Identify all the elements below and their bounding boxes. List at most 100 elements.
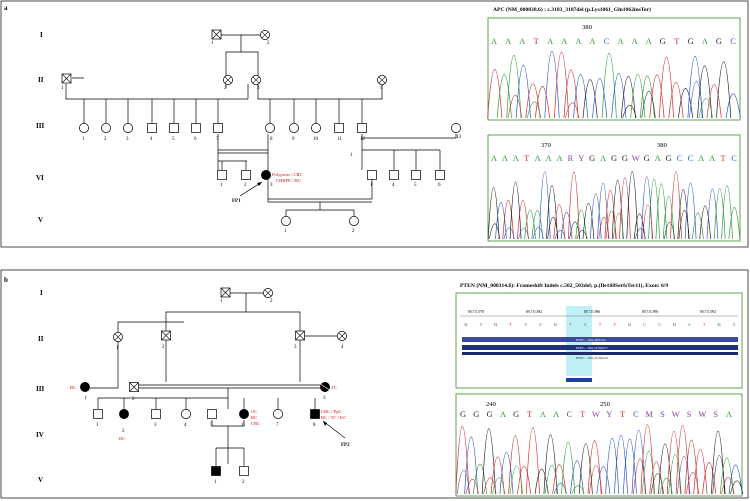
svg-text:370: 370 (541, 142, 552, 149)
trace-peak (515, 65, 531, 119)
trace-peak (725, 93, 741, 119)
trace-peak (712, 455, 726, 495)
svg-text:BC: BC (119, 436, 125, 441)
trace-peak (611, 73, 627, 119)
trace-peak (524, 209, 536, 240)
trace-peak (509, 181, 522, 240)
base-call: A (505, 37, 511, 46)
base-call: G (460, 410, 466, 419)
trace-peak (554, 51, 570, 119)
trace-peak (543, 434, 558, 495)
trace-peak (503, 227, 515, 240)
trace-peak (492, 477, 506, 495)
svg-text:1: 1 (220, 183, 223, 188)
trace-peak (622, 105, 637, 119)
base-call: A (547, 37, 553, 46)
trace-peak (544, 50, 560, 119)
trace-peak (611, 180, 624, 240)
svg-text:9: 9 (292, 137, 295, 142)
trace-peak (518, 227, 530, 240)
svg-text:380: 380 (582, 24, 593, 31)
base-call: T (703, 322, 706, 327)
base-call: G (473, 410, 479, 419)
base-call: T (509, 322, 512, 327)
base-call: G (494, 322, 497, 327)
a-trace-bottom (487, 134, 741, 242)
trace-peak (592, 78, 608, 119)
trace-peak (706, 84, 722, 119)
svg-text:6: 6 (242, 423, 245, 428)
base-call: A (584, 322, 587, 327)
svg-text:2: 2 (104, 137, 107, 142)
base-call: A (513, 154, 519, 163)
svg-text:1: 1 (211, 41, 214, 46)
trace-peak (697, 65, 713, 119)
trace-peak (721, 477, 735, 495)
trace-peak (553, 204, 566, 240)
trace-peak (464, 436, 479, 495)
svg-text:6: 6 (194, 137, 197, 142)
trace-peak (544, 464, 559, 495)
base-call: C (633, 410, 639, 419)
trace-peak (570, 460, 584, 495)
base-call: G (665, 154, 671, 163)
gen-a-2: II (38, 76, 44, 84)
svg-text:V: V (38, 476, 43, 484)
base-call: A (617, 37, 623, 46)
svg-text:3: 3 (270, 183, 273, 188)
trace-peak (508, 435, 523, 495)
svg-text:2: 2 (242, 480, 245, 485)
trace-peak (687, 55, 703, 119)
base-call: G (611, 154, 617, 163)
base-call: T (674, 37, 679, 46)
svg-text:1: 1 (284, 229, 287, 234)
trace-peak (576, 230, 588, 240)
svg-text:11: 11 (337, 137, 342, 142)
base-call: A (519, 37, 525, 46)
a-bottom-peaks (487, 170, 741, 240)
svg-text:1: 1 (220, 299, 223, 304)
trace-peak (552, 464, 567, 495)
svg-text:4: 4 (341, 345, 344, 350)
base-call: C (604, 37, 610, 46)
svg-text:5: 5 (414, 183, 417, 188)
browser-coord: 89,711,978 (468, 310, 484, 315)
base-call: A (545, 154, 551, 163)
svg-text:1: 1 (96, 423, 99, 428)
trace-peak (525, 83, 541, 119)
svg-text:PTEN — NM_001304717: PTEN — NM_001304717 (576, 346, 608, 350)
base-call: A (646, 37, 652, 46)
trace-peak (502, 200, 515, 240)
trace-peak (547, 216, 559, 240)
trace-peak (631, 429, 646, 495)
trace-peak (517, 200, 529, 240)
base-call: A (524, 322, 527, 327)
trace-peak (634, 227, 646, 240)
svg-text:3: 3 (323, 396, 326, 401)
svg-text:2: 2 (132, 397, 135, 402)
base-call: A (632, 37, 638, 46)
trace-peak (641, 176, 653, 240)
svg-text:8: 8 (313, 423, 316, 428)
base-call: R (568, 154, 574, 163)
base-call: G (513, 410, 519, 419)
svg-text:2: 2 (122, 429, 125, 434)
svg-text:2: 2 (244, 183, 247, 188)
base-call: G (628, 322, 631, 327)
base-call: T (580, 410, 585, 419)
trace-peak (571, 485, 585, 495)
trace-peak (509, 465, 523, 495)
trace-peak (526, 101, 542, 119)
trace-peak (664, 221, 675, 240)
trace-peak (605, 210, 617, 240)
svg-text:1: 1 (350, 153, 353, 158)
gen-a-4: VI (36, 174, 44, 182)
base-call: A (561, 37, 567, 46)
a-top-peaks (487, 50, 741, 119)
base-call: A (539, 322, 542, 327)
trace-peak (702, 462, 717, 495)
svg-text:7: 7 (216, 137, 219, 142)
trace-peak (655, 183, 668, 240)
browser-coord: 89,711,986 (584, 310, 600, 315)
